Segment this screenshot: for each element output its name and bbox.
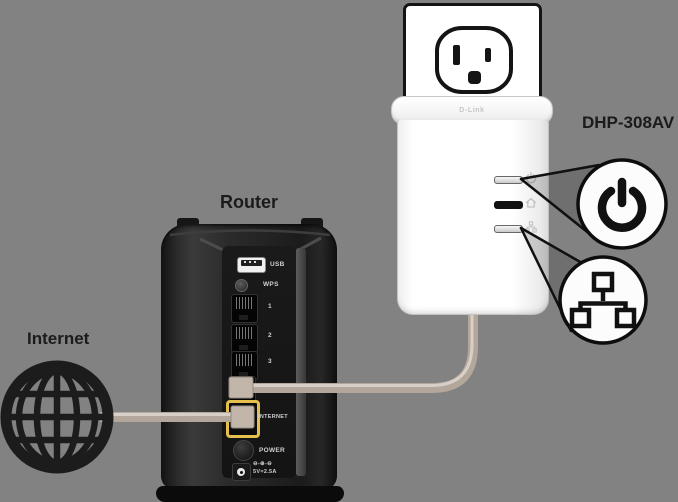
outlet-face <box>435 26 513 94</box>
port-notch <box>239 372 248 377</box>
wps-button-label: WPS <box>263 281 279 288</box>
power-callout <box>576 158 668 250</box>
internet-label: Internet <box>27 329 90 348</box>
internet-globe-icon <box>0 360 114 474</box>
wps-button <box>235 279 248 292</box>
ethernet-icon <box>569 271 637 329</box>
dc-polarity-label: ⊖-⊕-⊖ <box>253 461 272 467</box>
router-panel-edge-highlight <box>296 248 306 476</box>
dc-jack-pin <box>237 468 245 476</box>
router-base <box>156 486 344 502</box>
dlink-logo: D-Link <box>459 107 485 114</box>
globe-ring <box>0 360 114 474</box>
router-top-tab-left <box>177 218 199 228</box>
power-icon <box>597 177 647 232</box>
dc-spec-label: 5V=2.5A <box>253 469 277 475</box>
outlet-slot-right <box>485 48 491 62</box>
outlet-ground-hole <box>468 71 481 84</box>
dc-power-jack <box>232 463 251 481</box>
usb-slot <box>241 260 262 266</box>
port-pins <box>236 327 253 339</box>
lan-port-1 <box>231 294 258 323</box>
power-button <box>233 440 254 461</box>
internet-port-label: INTERNET <box>258 414 288 420</box>
cable-plug-port4 <box>228 376 254 399</box>
usb-port <box>237 257 266 273</box>
lan-port-2-label: 2 <box>268 332 272 339</box>
power-button-label: POWER <box>259 447 286 454</box>
cable-plug-internet <box>230 405 255 429</box>
globe-grid <box>11 371 103 463</box>
router-top-rim <box>169 229 331 237</box>
usb-port-label: USB <box>270 261 285 268</box>
cable-highlight <box>251 307 474 387</box>
lan-port-3 <box>231 351 258 380</box>
router-label: Router <box>220 192 278 212</box>
lan-port-3-label: 3 <box>268 358 272 365</box>
outlet-slot-left <box>453 45 460 65</box>
port-pins <box>236 354 253 366</box>
adapter-model-label: DHP-308AV <box>582 113 675 132</box>
port-pins <box>236 297 253 309</box>
port-notch <box>239 315 248 320</box>
powerline-led-icon <box>525 197 537 208</box>
port-notch <box>239 345 248 350</box>
powerline-adapter <box>397 120 549 315</box>
powerline-led <box>494 201 523 209</box>
lan-port-1-label: 1 <box>268 303 272 310</box>
ethernet-callout <box>558 255 648 345</box>
wall-outlet-plate <box>403 3 542 104</box>
router-top-tab-right <box>301 218 323 228</box>
outlet-face-outline <box>435 26 513 94</box>
